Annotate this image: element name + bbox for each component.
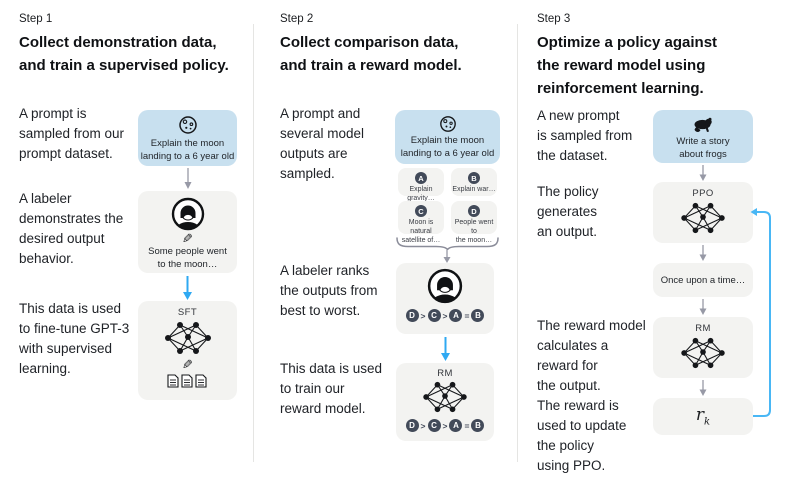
step1-title: Collect demonstration data, and train a … xyxy=(19,34,229,74)
step1-paragraph-labeler: A labeler demonstrates the desired outpu… xyxy=(19,191,124,266)
rank-separator: > xyxy=(442,310,448,321)
arrow-down-icon xyxy=(699,299,707,315)
step2-prompt-caption: Explain the moon landing to a 6 year old xyxy=(400,135,495,159)
output-cell-a: A Explain gravity… xyxy=(398,168,444,202)
reward-value: rk xyxy=(695,405,711,428)
arrow-down-icon xyxy=(184,168,192,189)
step2-labeler-box: D > C > A = B xyxy=(396,263,494,334)
documents-icon xyxy=(138,374,237,388)
step3-paragraph-policy: The policy generates an output. xyxy=(537,184,599,239)
rank-separator: > xyxy=(442,420,448,431)
rank-badge: A xyxy=(449,309,463,322)
neural-network-icon xyxy=(653,336,753,370)
rm-label: RM xyxy=(437,368,453,379)
feedback-loop-arrow-icon xyxy=(750,208,771,417)
step3-rm-box: RM xyxy=(653,317,753,378)
step2-paragraph-train: This data is used to train our reward mo… xyxy=(280,361,383,416)
step3-title: Optimize a policy against the reward mod… xyxy=(537,34,718,97)
step2-label: Step 2 xyxy=(280,13,314,25)
brace-icon xyxy=(396,237,499,250)
labeler-icon xyxy=(396,268,494,304)
pencil-icon: ✎ xyxy=(182,231,193,246)
column-divider-2 xyxy=(517,24,518,462)
step3-output-text: Once upon a time… xyxy=(660,274,746,286)
rm-label: RM xyxy=(695,323,711,334)
rank-badge: D xyxy=(405,419,419,432)
neural-network-icon xyxy=(653,201,753,235)
step3-label: Step 3 xyxy=(537,13,571,25)
step3-paragraph-prompt: A new prompt is sampled from the dataset… xyxy=(537,108,633,163)
step1-prompt-box: Explain the moon landing to a 6 year old xyxy=(138,110,237,166)
step3-paragraph-update: The reward is used to update the policy … xyxy=(537,398,627,473)
rank-separator: = xyxy=(464,310,470,321)
neural-network-icon xyxy=(396,380,494,414)
step1-paragraph-finetune: This data is used to fine-tune GPT-3 wit… xyxy=(19,301,130,376)
output-badge-c: C xyxy=(415,205,427,217)
step1-sft-box: SFT ✎ xyxy=(138,301,237,400)
rank-separator: > xyxy=(420,420,426,431)
step3-prompt-caption: Write a story about frogs xyxy=(676,136,730,160)
arrow-down-icon xyxy=(699,245,707,261)
output-caption-c: Moon is natural satellite of… xyxy=(401,219,441,244)
arrow-down-icon xyxy=(699,165,707,181)
rank-separator: > xyxy=(420,310,426,321)
pencil-icon: ✎ xyxy=(182,357,193,372)
step3-output-box: Once upon a time… xyxy=(653,263,753,297)
output-badge-b: B xyxy=(468,172,480,184)
labeler-icon xyxy=(138,197,237,231)
step1-labeler-output: Some people went to the moon… xyxy=(148,246,227,270)
ranking-row: D > C > A = B xyxy=(396,309,494,322)
output-cell-c: C Moon is natural satellite of… xyxy=(398,201,444,244)
rank-badge: C xyxy=(427,309,441,322)
step2-paragraph-ranks: A labeler ranks the outputs from best to… xyxy=(280,263,378,318)
output-caption-d: People went to the moon… xyxy=(454,219,494,244)
step2-rm-box: RM D > C > A = B xyxy=(396,363,494,441)
step3-prompt-box: Write a story about frogs xyxy=(653,110,753,163)
step2-paragraph-sampled: A prompt and several model outputs are s… xyxy=(280,106,365,181)
rank-badge: C xyxy=(427,419,441,432)
step1-prompt-caption: Explain the moon landing to a 6 year old xyxy=(140,138,235,162)
output-badge-a: A xyxy=(415,172,427,184)
rank-badge: D xyxy=(405,309,419,322)
step3-paragraph-reward-model: The reward model calculates a reward for… xyxy=(537,318,646,393)
neural-network-icon xyxy=(138,320,237,356)
frog-icon xyxy=(653,116,753,133)
output-cell-b: B Explain war… xyxy=(451,168,497,196)
step3-reward-box: rk xyxy=(653,398,753,435)
step2-prompt-box: Explain the moon landing to a 6 year old xyxy=(395,110,500,164)
step1-paragraph-prompt: A prompt is sampled from our prompt data… xyxy=(19,106,125,161)
sft-label: SFT xyxy=(177,307,198,318)
rank-separator: = xyxy=(464,420,470,431)
arrow-down-icon xyxy=(443,250,451,263)
arrow-down-icon xyxy=(699,380,707,396)
output-cell-d: D People went to the moon… xyxy=(451,201,497,244)
rank-badge: B xyxy=(471,309,485,322)
rank-badge: A xyxy=(449,419,463,432)
output-caption-a: Explain gravity… xyxy=(407,186,435,202)
ppo-label: PPO xyxy=(692,188,714,199)
column-divider-1 xyxy=(253,24,254,462)
moon-icon xyxy=(138,115,237,135)
output-badge-d: D xyxy=(468,205,480,217)
step2-title: Collect comparison data, and train a rew… xyxy=(280,34,462,74)
step1-labeler-box: ✎ Some people went to the moon… xyxy=(138,191,237,273)
ranking-row: D > C > A = B xyxy=(396,419,494,432)
step1-label: Step 1 xyxy=(19,13,53,25)
step3-ppo-box: PPO xyxy=(653,182,753,243)
train-arrow-icon xyxy=(441,337,450,361)
moon-icon xyxy=(395,115,500,133)
train-arrow-icon xyxy=(183,276,192,300)
rank-badge: B xyxy=(471,419,485,432)
output-caption-b: Explain war… xyxy=(452,186,496,193)
